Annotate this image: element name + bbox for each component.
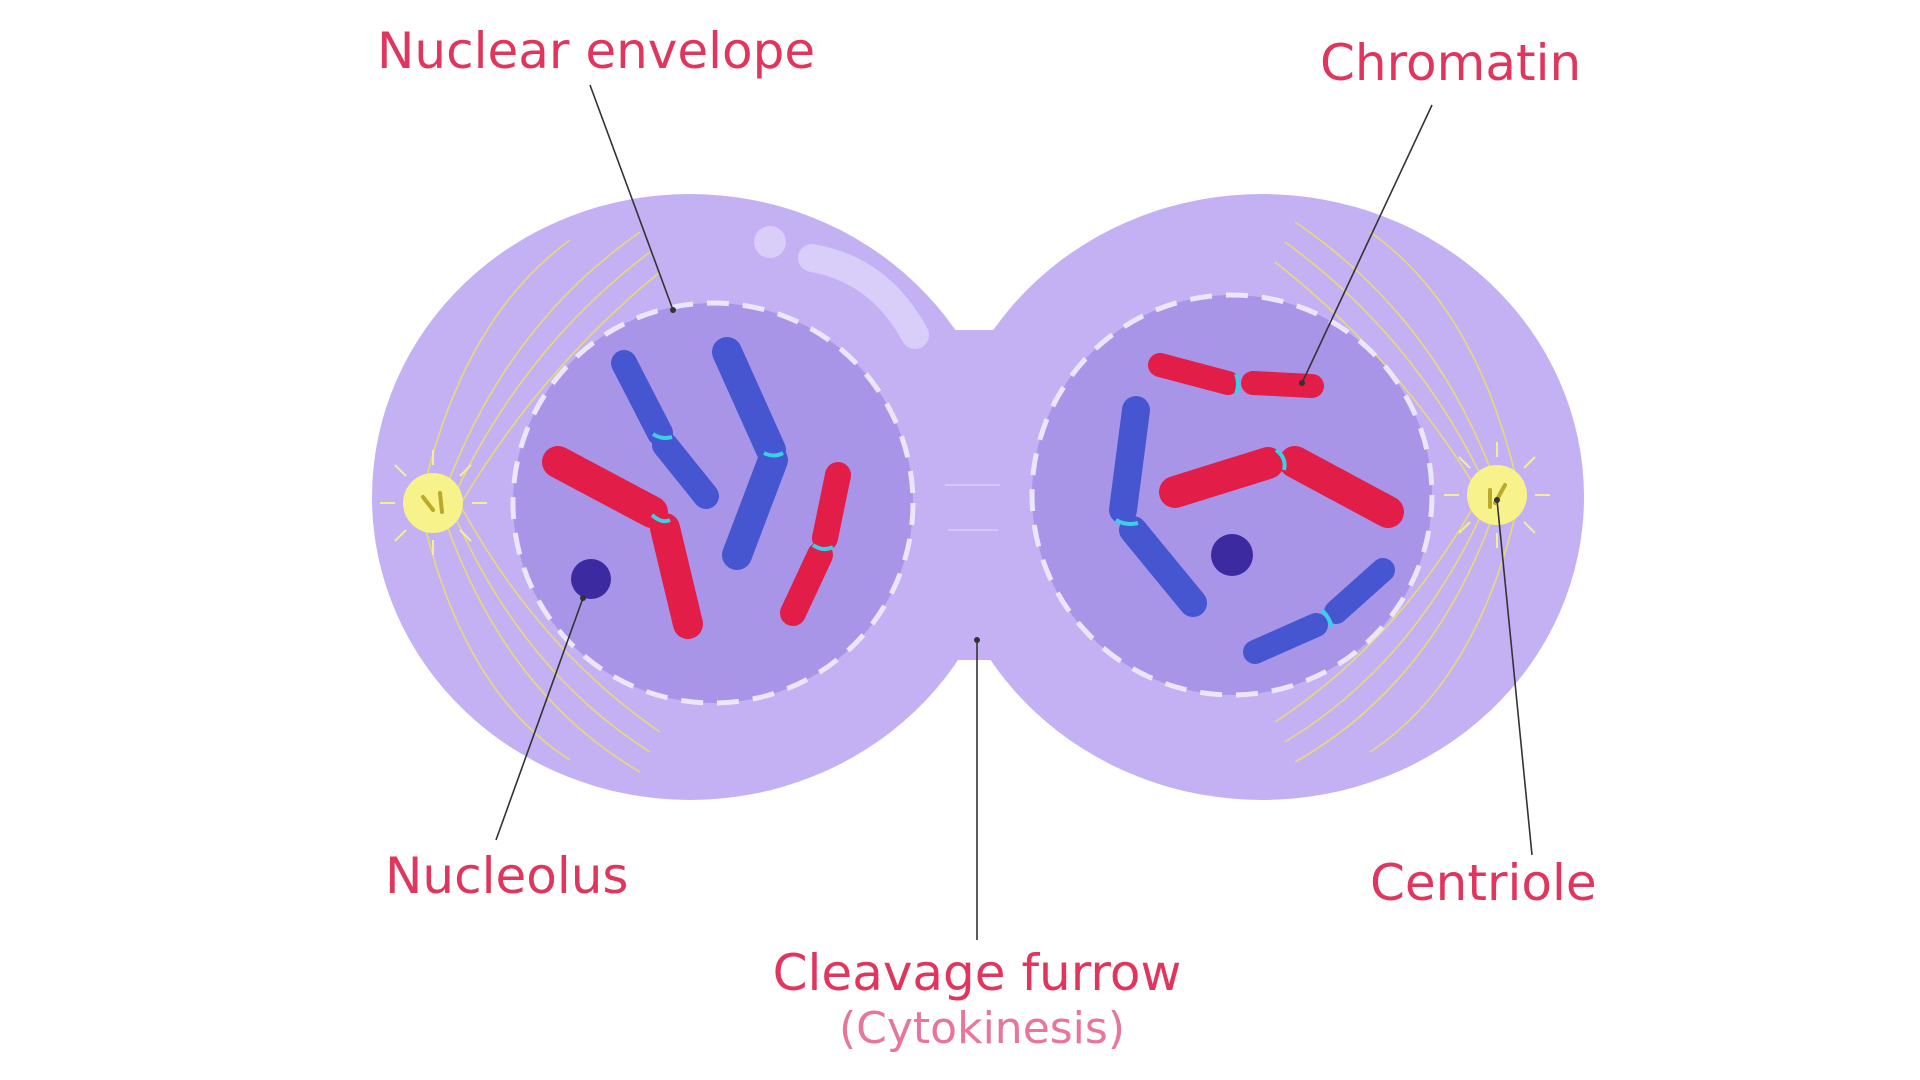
cleavage-bridge	[940, 330, 1010, 660]
leader-nuclear-envelope	[589, 84, 674, 311]
chromosome	[542, 446, 703, 639]
chromosome	[780, 462, 851, 626]
leader-dot	[974, 637, 980, 643]
nuclear-envelope-left	[510, 300, 916, 706]
spindle-fibers-left	[419, 231, 661, 773]
cell-highlight-streak	[798, 244, 929, 349]
nucleolus-left	[571, 559, 611, 599]
chromosome	[712, 337, 788, 570]
leader-dot	[1299, 380, 1305, 386]
labels: Nuclear envelope Chromatin Nucleolus Cen…	[377, 22, 1597, 1054]
nuclear-envelope-right	[1029, 292, 1435, 698]
label-nuclear-envelope: Nuclear envelope	[377, 22, 815, 80]
label-centriole: Centriole	[1370, 854, 1597, 912]
leader-nucleolus	[495, 597, 584, 841]
chromosomes-left	[542, 337, 851, 639]
label-cytokinesis: (Cytokinesis)	[839, 1003, 1125, 1054]
label-chromatin: Chromatin	[1320, 34, 1581, 92]
cell-highlight-dot	[754, 226, 786, 258]
nucleus-right	[1029, 292, 1435, 698]
centriole-right	[1444, 442, 1550, 548]
chromosome	[1109, 396, 1207, 617]
chromosome	[1159, 446, 1404, 528]
chromosomes-right	[1109, 353, 1404, 664]
label-nucleolus: Nucleolus	[385, 847, 628, 905]
leader-dot	[580, 595, 586, 601]
leader-chromatin	[1301, 104, 1433, 384]
chromosome	[611, 350, 719, 509]
centriole-left	[380, 450, 487, 555]
nucleolus-right	[1211, 534, 1253, 576]
leader-dot	[670, 307, 676, 313]
leader-lines	[495, 84, 1533, 940]
leader-centriole	[1496, 499, 1533, 856]
chromosome	[1243, 558, 1395, 664]
label-cleavage-furrow: Cleavage furrow	[773, 944, 1182, 1002]
leader-dot	[1494, 497, 1500, 503]
